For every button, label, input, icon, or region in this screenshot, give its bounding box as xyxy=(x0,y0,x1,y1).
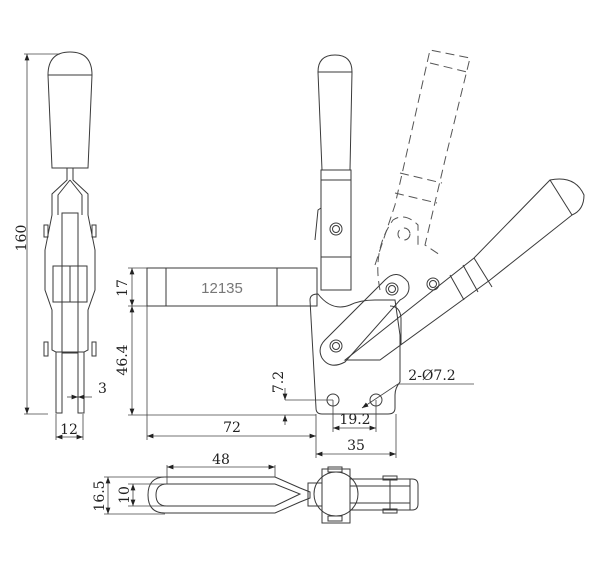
dim-17-label: 17 xyxy=(115,279,131,297)
side-view xyxy=(43,51,97,414)
dim-overall-height: 160 xyxy=(14,53,60,415)
dim-48-label: 48 xyxy=(212,452,230,468)
dim-35-label: 35 xyxy=(347,438,365,454)
dim-16-5-label: 16.5 xyxy=(92,480,108,511)
top-view xyxy=(147,466,419,524)
dim-3-label: 3 xyxy=(98,381,107,397)
dim-7-2-label: 7.2 xyxy=(271,371,287,393)
front-view: 12135 xyxy=(146,49,585,415)
dim-160-label: 160 xyxy=(14,225,30,252)
dim-slot-gap: 3 xyxy=(67,381,107,400)
dim-side-width: 12 xyxy=(55,414,84,440)
dim-handle-inner-width: 10 xyxy=(117,483,167,507)
dim-holes-label: 2-Ø7.2 xyxy=(408,368,455,384)
dim-arm-height: 46.4 xyxy=(115,306,316,416)
dim-handle-slot-length: 48 xyxy=(166,452,276,484)
dim-10-label: 10 xyxy=(117,486,133,504)
dim-12-label: 12 xyxy=(60,422,78,438)
dim-46-4-label: 46.4 xyxy=(115,344,131,375)
dim-handle-outer-width: 16.5 xyxy=(92,476,165,515)
dim-base-width: 35 xyxy=(316,414,397,458)
holes-callout: 2-Ø7.2 xyxy=(361,368,474,409)
dim-19-2-label: 19.2 xyxy=(339,412,370,428)
dim-72-label: 72 xyxy=(223,420,241,436)
dim-hole-spacing: 19.2 xyxy=(332,400,377,432)
dim-arm-length: 72 xyxy=(146,306,317,458)
part-number-marking: 12135 xyxy=(201,280,243,297)
dim-arm-thickness: 17 xyxy=(115,267,147,307)
dim-hole-offset: 7.2 xyxy=(271,371,333,425)
